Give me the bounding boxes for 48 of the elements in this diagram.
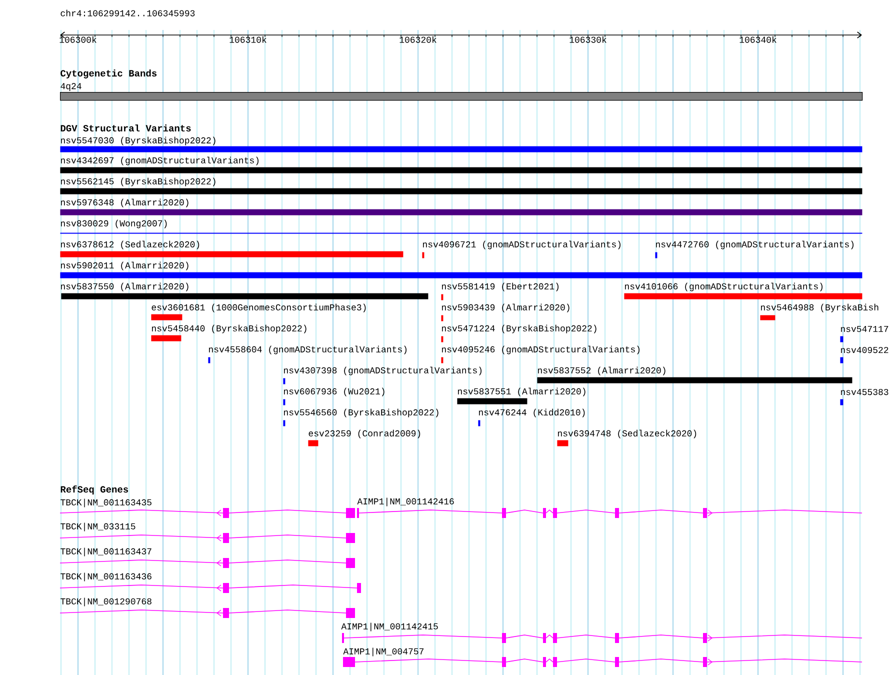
variant-label: nsv4096721 (gnomADStructuralVariants): [423, 240, 620, 250]
gene-label: TBCK|NM_033115: [60, 522, 136, 532]
variant-label: nsv830029 (Wong2007): [61, 220, 167, 228]
variant-label: nsv6067936 (Wu2021): [284, 388, 384, 396]
scale-label: 106340k: [740, 36, 776, 43]
gene-label: AIMP1|NM_004757: [343, 648, 424, 656]
variant-label: nsv455383: [841, 388, 888, 396]
variant-label: nsv5458440 (ByrskaBishop2022): [152, 324, 306, 334]
gene-label: TBCK|NM_001290768: [60, 598, 152, 606]
variant-label: nsv6378612 (Sedlazeck2020): [61, 240, 200, 250]
variant-label: nsv5903439 (Almarri2020): [442, 304, 570, 312]
position-label: chr4:106299142..106345993: [60, 10, 195, 16]
variant-label: nsv409522: [841, 346, 888, 354]
variant-label: nsv5464988 (ByrskaBish: [761, 304, 878, 312]
variant-label: nsv5902011 (Almarri2020): [61, 262, 188, 270]
variant-label: nsv5562145 (ByrskaBishop2022): [61, 178, 216, 186]
scale-label: 106300k: [60, 36, 96, 43]
variant-label: nsv5471224 (ByrskaBishop2022): [442, 324, 596, 334]
variant-label: nsv4095246 (gnomADStructuralVariants): [442, 346, 640, 354]
variant-label: nsv4342697 (gnomADStructuralVariants): [61, 156, 258, 166]
gene-label: AIMP1|NM_001142415: [341, 622, 438, 632]
track-title: Cytogenetic Bands: [60, 70, 157, 78]
variant-label: nsv547117: [841, 326, 888, 332]
variant-label: nsv4101066 (gnomADStructuralVariants): [625, 282, 822, 292]
variant-label: nsv5837550 (Almarri2020): [61, 282, 188, 292]
variant-label: nsv5581419 (Ebert2021): [442, 282, 558, 292]
variant-label: nsv4472760 (gnomADStructuralVariants): [656, 240, 854, 250]
variant-label: nsv5837551 (Almarri2020): [458, 388, 586, 396]
track-title: RefSeq Genes: [60, 486, 128, 494]
band-label: 4q24: [60, 83, 82, 91]
gene-label: TBCK|NM_001163435: [60, 498, 152, 508]
variant-label: nsv5546560 (ByrskaBishop2022): [284, 408, 438, 418]
variant-label: nsv476244 (Kidd2010): [479, 408, 585, 418]
gene-label: TBCK|NM_001163436: [60, 572, 152, 582]
variant-label: esv23259 (Conrad2009): [308, 430, 420, 438]
gene-label: TBCK|NM_001163437: [60, 548, 152, 556]
scale-label: 106310k: [230, 36, 266, 43]
variant-label: nsv5976348 (Almarri2020): [61, 198, 188, 208]
track-title: DGV Structural Variants: [60, 124, 191, 132]
variant-label: nsv4307398 (gnomADStructuralVariants): [284, 366, 482, 376]
scale-label: 106320k: [400, 36, 436, 43]
variant-label: nsv5547030 (ByrskaBishop2022): [61, 136, 216, 146]
gene-label: AIMP1|NM_001142416: [357, 498, 454, 506]
variant-label: esv3601681 (1000GenomesConsortiumPhase3): [152, 304, 366, 312]
scale-label: 106330k: [570, 36, 606, 43]
variant-label: nsv6394748 (Sedlazeck2020): [558, 430, 696, 438]
variant-label: nsv5837552 (Almarri2020): [538, 366, 666, 376]
variant-label: nsv4558604 (gnomADStructuralVariants): [209, 346, 406, 354]
